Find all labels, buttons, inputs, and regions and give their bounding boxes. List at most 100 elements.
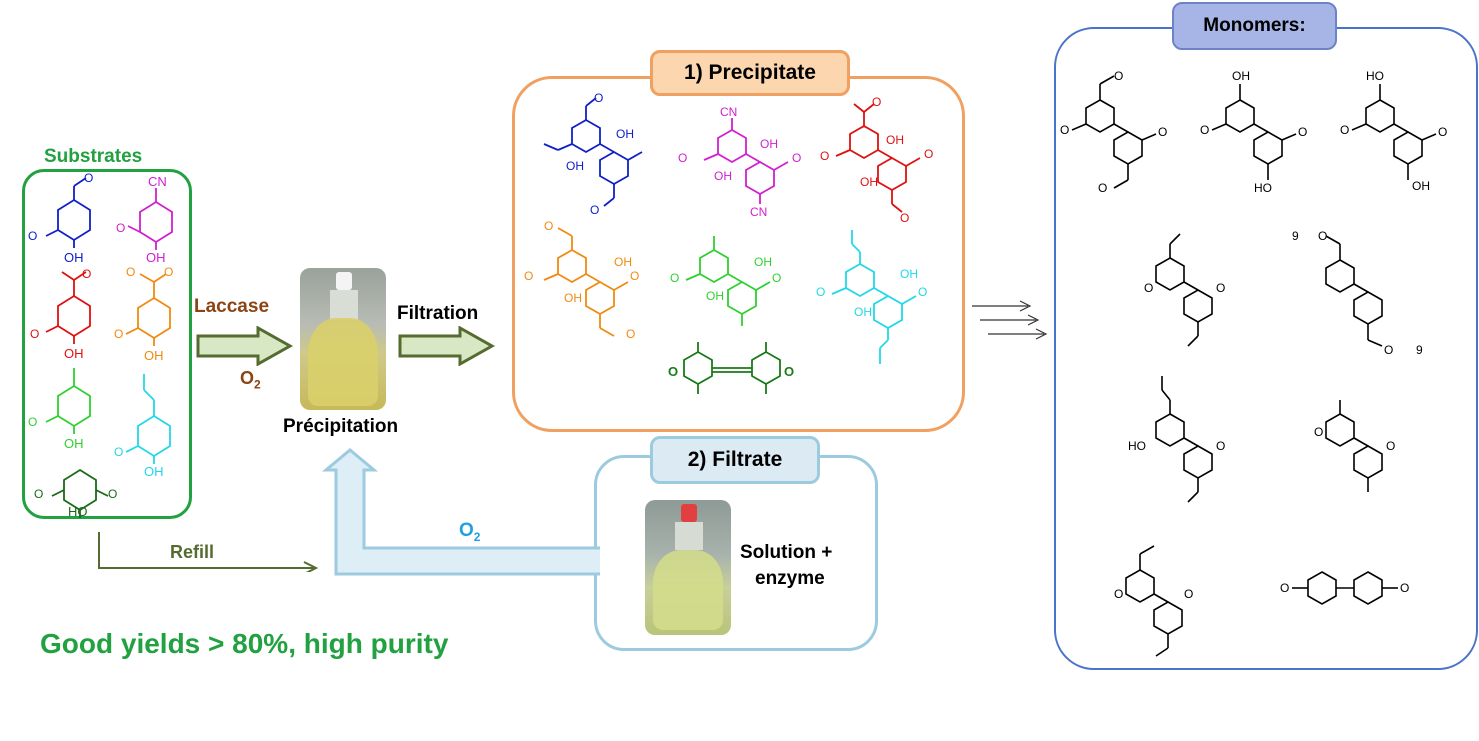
vanillin-molecule xyxy=(45,177,91,248)
svg-text:OH: OH xyxy=(886,133,904,147)
monomer-diacid xyxy=(1211,84,1297,180)
monomer-undecenyl-diester xyxy=(1325,235,1383,347)
dimer-vanillin xyxy=(543,97,643,207)
svg-text:O: O xyxy=(30,327,39,341)
svg-text:O: O xyxy=(1318,229,1327,243)
oxidant-o2-recycle: O2 xyxy=(459,520,481,544)
svg-text:OH: OH xyxy=(616,127,634,141)
svg-text:O: O xyxy=(116,221,125,235)
svg-text:OH: OH xyxy=(754,255,772,269)
svg-text:OH: OH xyxy=(64,250,84,265)
refill-arrow xyxy=(98,532,319,572)
svg-text:O: O xyxy=(1384,343,1393,357)
svg-text:O: O xyxy=(1216,439,1225,453)
precipitation-flask-photo xyxy=(300,268,386,410)
filtrate-title: 2) Filtrate xyxy=(650,436,820,484)
monomer-diester xyxy=(1071,75,1157,189)
svg-text:OH: OH xyxy=(614,255,632,269)
svg-text:O: O xyxy=(670,271,679,285)
recycle-arrow xyxy=(321,448,600,576)
svg-text:O: O xyxy=(918,285,927,299)
svg-text:O: O xyxy=(28,415,37,429)
svg-text:O: O xyxy=(1400,581,1409,595)
svg-text:OH: OH xyxy=(144,464,164,479)
svg-text:O: O xyxy=(524,269,533,283)
svg-text:CN: CN xyxy=(720,105,737,119)
svg-text:CN: CN xyxy=(148,174,167,189)
svg-text:OH: OH xyxy=(146,250,166,265)
svg-text:O: O xyxy=(792,151,801,165)
svg-text:O: O xyxy=(114,445,123,459)
svg-text:9: 9 xyxy=(1292,229,1299,243)
svg-text:O: O xyxy=(816,285,825,299)
filtrate-text-line1: Solution + xyxy=(740,542,833,563)
svg-text:O: O xyxy=(34,487,43,501)
monomer-diallyl-ether xyxy=(1325,400,1383,492)
monomer-divinyl xyxy=(1155,233,1213,347)
dimer-methyl-vanillate xyxy=(543,227,629,337)
svg-text:O: O xyxy=(1098,181,1107,195)
svg-text:O: O xyxy=(820,149,829,163)
svg-text:O: O xyxy=(1144,281,1153,295)
svg-text:O: O xyxy=(900,211,909,225)
dimer-quinone xyxy=(683,342,781,394)
svg-text:O: O xyxy=(108,487,117,501)
svg-text:9: 9 xyxy=(1416,343,1423,357)
svg-text:O: O xyxy=(1280,581,1289,595)
dimer-eugenol xyxy=(831,230,917,364)
svg-text:OH: OH xyxy=(854,305,872,319)
svg-text:O: O xyxy=(784,364,794,379)
dimer-cyano xyxy=(703,118,789,204)
filtration-label: Filtration xyxy=(397,303,479,324)
svg-text:O: O xyxy=(1438,125,1447,139)
substrates-title: Substrates xyxy=(44,146,143,167)
laccase-arrow xyxy=(196,326,294,366)
substrate-structures: O OH O CN OH O O OH O O O OH O OH O xyxy=(28,171,173,519)
svg-text:O: O xyxy=(1298,125,1307,139)
svg-text:O: O xyxy=(114,327,123,341)
dimer-acetovanillone xyxy=(835,103,921,213)
svg-text:O: O xyxy=(1314,425,1323,439)
acetovanillone-molecule xyxy=(45,271,91,344)
filtration-arrow xyxy=(398,326,496,366)
svg-text:O: O xyxy=(1386,439,1395,453)
eugenol-molecule xyxy=(125,374,171,464)
svg-text:OH: OH xyxy=(144,348,164,363)
svg-text:O: O xyxy=(1114,69,1123,83)
laccase-label: Laccase xyxy=(194,296,270,317)
precipitation-label: Précipitation xyxy=(283,416,399,437)
svg-text:OH: OH xyxy=(1412,179,1430,193)
yield-note: Good yields > 80%, high purity xyxy=(40,628,449,659)
svg-text:O: O xyxy=(668,364,678,379)
svg-text:O: O xyxy=(1114,587,1123,601)
svg-text:OH: OH xyxy=(706,289,724,303)
svg-text:O: O xyxy=(626,327,635,341)
svg-text:HO: HO xyxy=(1366,69,1384,83)
svg-text:OH: OH xyxy=(1232,69,1250,83)
svg-text:O: O xyxy=(28,229,37,243)
precipitate-structures: O OH OH O CN OH OH CN O O O OH OH O O O … xyxy=(524,91,933,394)
svg-text:O: O xyxy=(1060,123,1069,137)
refill-label: Refill xyxy=(170,542,215,562)
svg-text:OH: OH xyxy=(760,137,778,151)
svg-text:OH: OH xyxy=(64,346,84,361)
svg-text:O: O xyxy=(544,219,553,233)
svg-text:OH: OH xyxy=(64,436,84,451)
svg-text:OH: OH xyxy=(860,175,878,189)
svg-text:OH: OH xyxy=(564,291,582,305)
svg-text:O: O xyxy=(772,271,781,285)
svg-text:O: O xyxy=(164,265,173,279)
filtrate-box xyxy=(594,455,878,651)
monomer-allyl-phenol xyxy=(1155,376,1213,503)
monomers-title: Monomers: xyxy=(1172,2,1337,50)
cyano-molecule xyxy=(127,188,173,250)
svg-text:O: O xyxy=(678,151,687,165)
svg-text:HO: HO xyxy=(1128,439,1146,453)
svg-text:O: O xyxy=(84,171,93,185)
substrates-box xyxy=(22,169,192,519)
monomer-diepoxide-b xyxy=(1292,571,1398,605)
svg-text:HO: HO xyxy=(1254,181,1272,195)
svg-text:HO: HO xyxy=(68,504,88,519)
svg-text:O: O xyxy=(1216,281,1225,295)
